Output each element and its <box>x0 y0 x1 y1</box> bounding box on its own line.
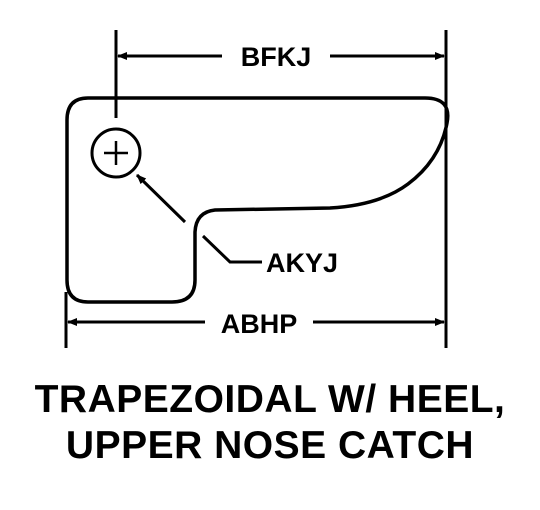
part-outline <box>65 96 450 304</box>
heel-label: AKYJ <box>266 248 338 278</box>
heel-label-leader <box>201 234 262 264</box>
hole-circle <box>90 127 142 179</box>
top-dimension-label: BFKJ <box>241 42 312 72</box>
caption-line-2: UPPER NOSE CATCH <box>65 424 475 467</box>
caption-line-1: TRAPEZOIDAL W/ HEEL, <box>34 378 506 421</box>
heel-leader-arrow <box>135 173 187 224</box>
bottom-dimension-label: ABHP <box>221 309 298 339</box>
